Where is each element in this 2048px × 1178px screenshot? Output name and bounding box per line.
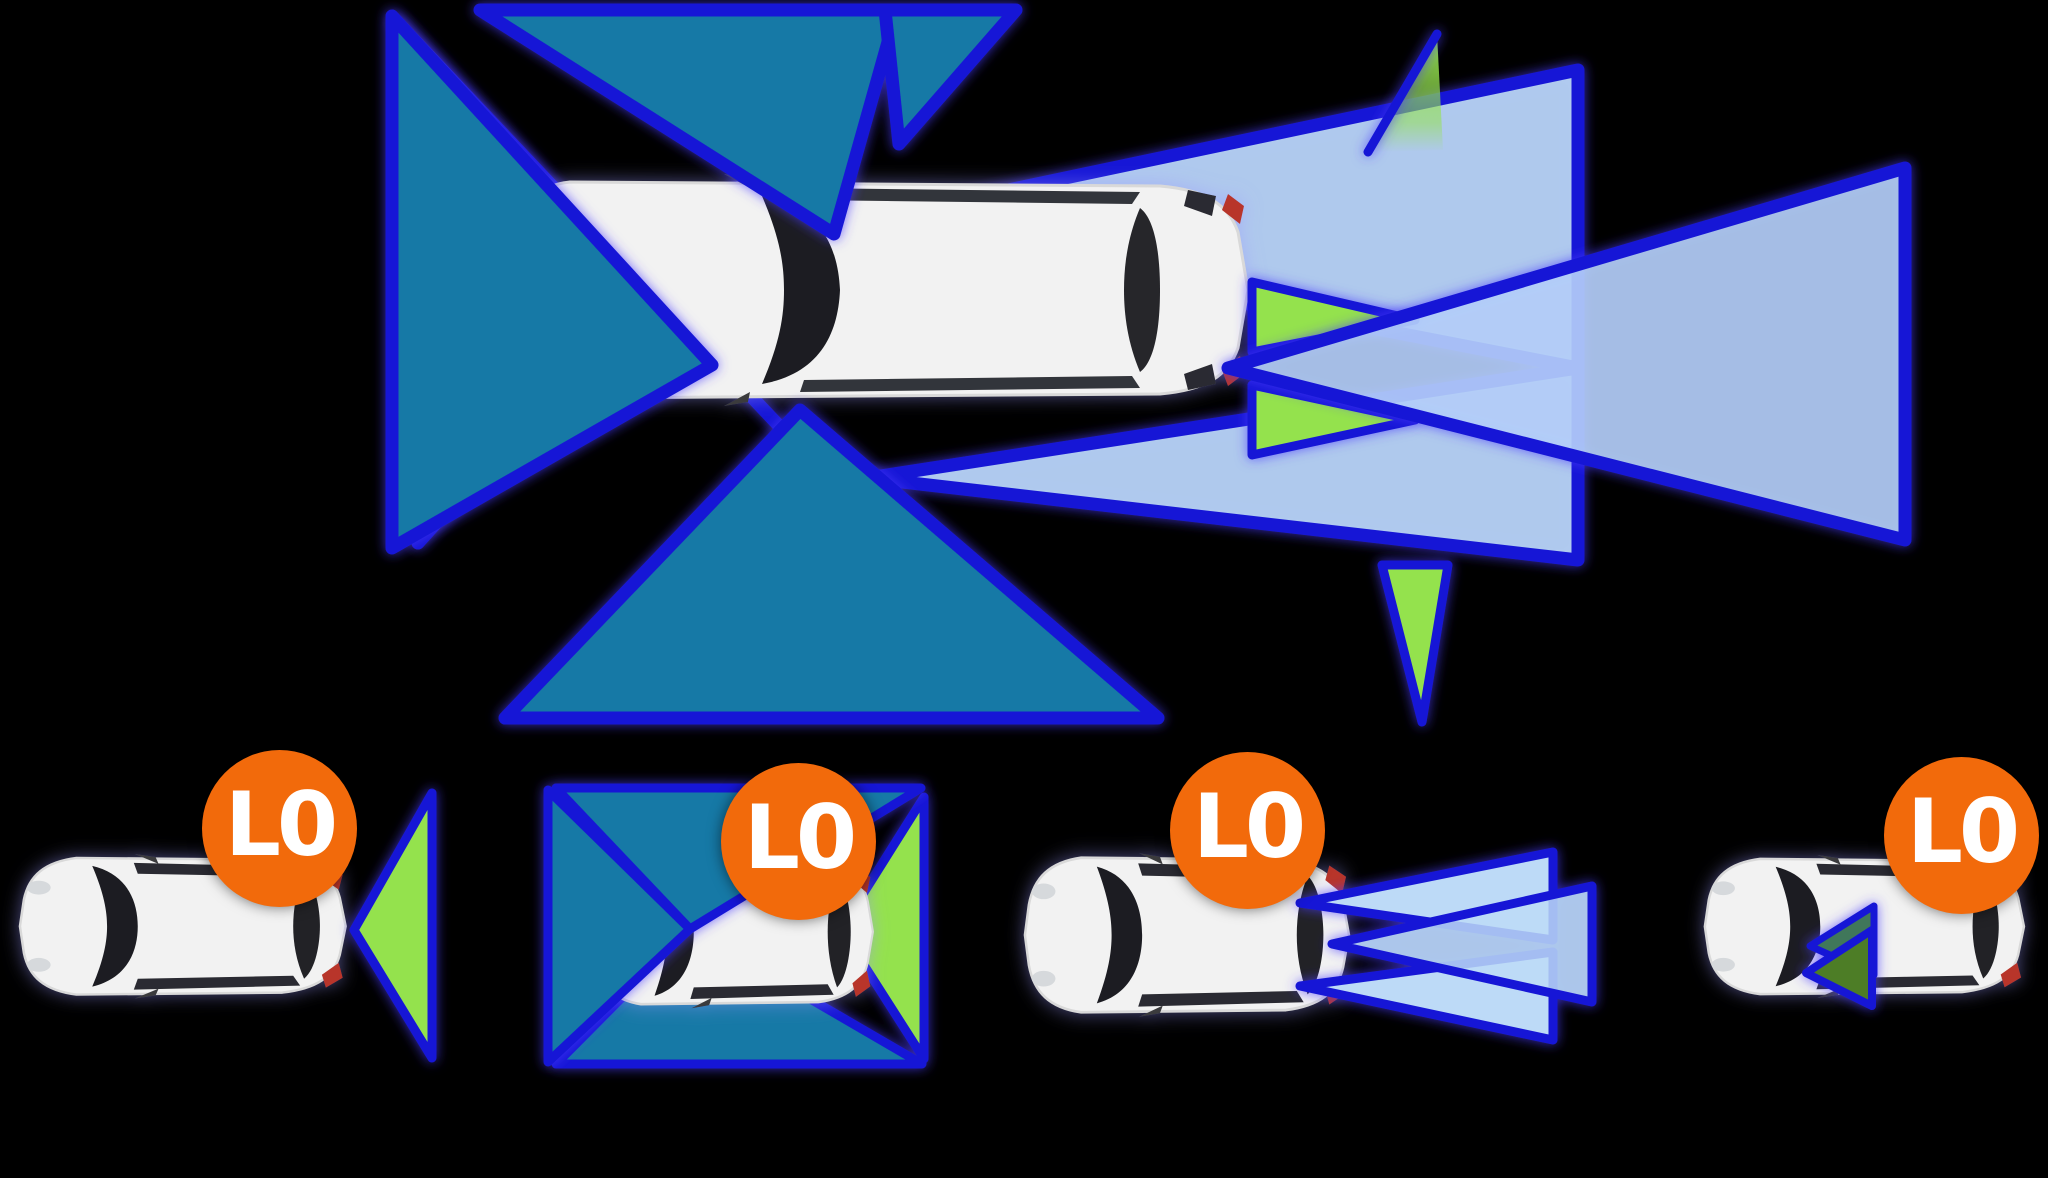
rear-proximity-cone-small <box>836 792 929 1064</box>
level-badge-3: L0 <box>1170 752 1325 909</box>
variant-1-rear-proximity-cone <box>18 788 437 1063</box>
level-badge-2-label: L0 <box>743 786 857 889</box>
variant-3-rear-long-range <box>1023 847 1597 1045</box>
level-badge-3-label: L0 <box>1192 775 1306 878</box>
variant-4-rear-marker <box>1703 853 2026 1010</box>
level-badge-4-label: L0 <box>1906 780 2020 883</box>
level-badge-1-label: L0 <box>224 773 338 876</box>
side-sliver-bottom-cone <box>1377 560 1453 727</box>
level-badge-1: L0 <box>202 750 357 907</box>
rear-marker-arrow <box>1802 926 1876 1010</box>
surround-top-cone <box>473 3 904 241</box>
main-sensor-coverage-diagram <box>385 3 1912 727</box>
surround-left-cone <box>385 9 719 555</box>
rear-corner-lower-cone <box>1247 380 1420 460</box>
level-badge-4: L0 <box>1884 757 2039 914</box>
long-range-rear-cone <box>1221 161 1912 547</box>
level-badge-2: L0 <box>721 763 876 920</box>
surround-top-right-cone <box>878 3 1023 151</box>
long-range-rear-cone-small <box>1327 881 1597 1007</box>
side-sliver-top-cone <box>1363 29 1443 157</box>
rear-proximity-cone <box>349 788 437 1063</box>
surround-bottom-cone <box>498 403 1165 725</box>
side-sliver-top-cone-edge <box>1363 29 1442 157</box>
